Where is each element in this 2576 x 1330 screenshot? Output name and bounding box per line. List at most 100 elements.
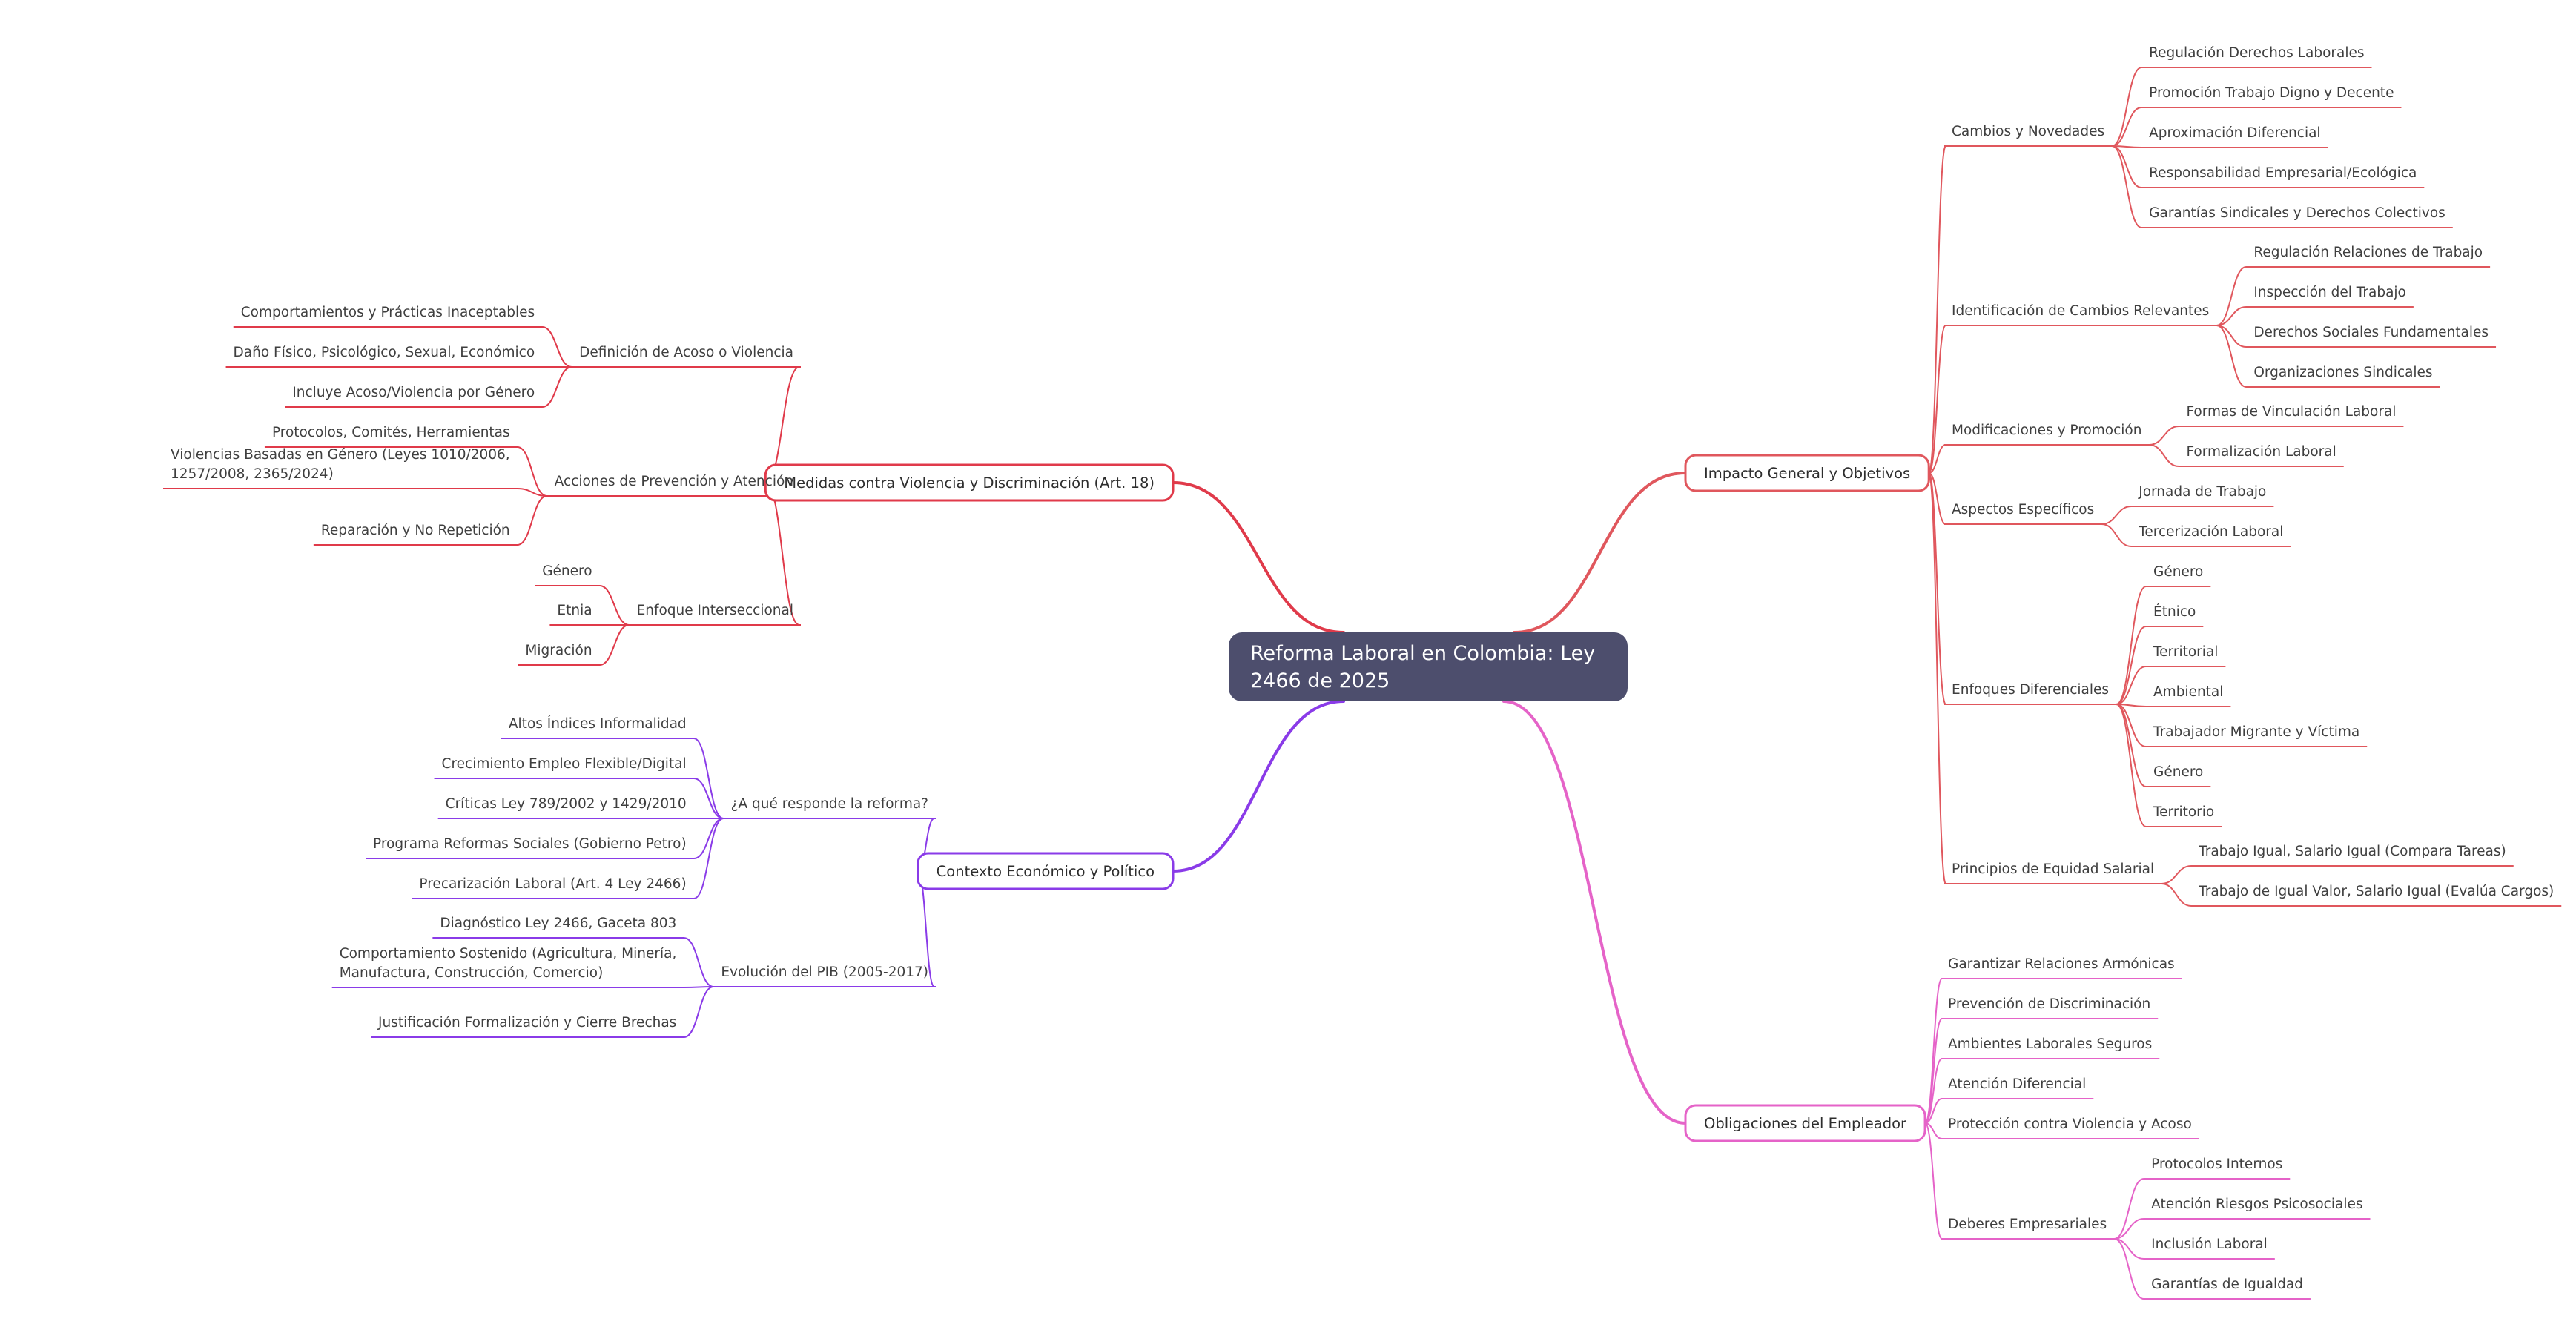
node-formas-de-vinculacion-laboral[interactable]: Formas de Vinculación Laboral (2186, 404, 2396, 420)
node-protocolos-internos[interactable]: Protocolos Internos (2151, 1157, 2282, 1172)
connector-line (1924, 1122, 1943, 1240)
node-genero[interactable]: Género (2153, 564, 2203, 580)
node-comportamiento-sostenido-agricultura-mineria-man[interactable]: Comportamiento Sostenido (Agricultura, M… (340, 946, 677, 981)
connector-line (2216, 325, 2248, 388)
node-derechos-sociales-fundamentales[interactable]: Derechos Sociales Fundamentales (2253, 325, 2489, 340)
node-principios-de-equidad-salarial[interactable]: Principios de Equidad Salarial (1952, 861, 2154, 877)
connector-line (1172, 481, 1345, 634)
branch-obligaciones-del-empleador[interactable]: Obligaciones del Empleador (1684, 1104, 1926, 1142)
node-etnico[interactable]: Étnico (2153, 603, 2196, 620)
node-cambios-y-novedades[interactable]: Cambios y Novedades (1952, 124, 2104, 139)
connector-line (2111, 67, 2143, 147)
node-migracion[interactable]: Migración (525, 643, 592, 658)
connector-line (693, 738, 724, 819)
node-modificaciones-y-promocion[interactable]: Modificaciones y Promoción (1952, 423, 2141, 438)
node-ambientes-laborales-seguros[interactable]: Ambientes Laborales Seguros (1948, 1036, 2152, 1052)
node-prevencion-de-discriminacion[interactable]: Prevención de Discriminación (1948, 996, 2150, 1012)
connector-line (1924, 1122, 1943, 1139)
node-enfoques-diferenciales[interactable]: Enfoques Diferenciales (1952, 682, 2109, 698)
node-definicion-de-acoso-o-violencia[interactable]: Definición de Acoso o Violencia (579, 345, 793, 360)
connector-line (1924, 1098, 1943, 1124)
node-ambiental[interactable]: Ambiental (2153, 684, 2223, 700)
connector-line (2148, 426, 2180, 446)
connector-line (541, 366, 573, 408)
node-etnia[interactable]: Etnia (557, 603, 592, 618)
node-tercerizacion-laboral[interactable]: Tercerización Laboral (2138, 524, 2283, 540)
node-altos-indices-informalidad[interactable]: Altos Índices Informalidad (509, 715, 687, 732)
connector-line (683, 986, 715, 1038)
connector-line (1928, 145, 1946, 474)
root-node[interactable]: Reforma Laboral en Colombia: Ley 2466 de… (1229, 632, 1628, 701)
node-aproximacion-diferencial[interactable]: Aproximación Diferencial (2149, 125, 2320, 141)
node-evolucion-del-pib-2005-2017[interactable]: Evolución del PIB (2005-2017) (721, 965, 928, 980)
node-garantias-sindicales-y-derechos-colectivos[interactable]: Garantías Sindicales y Derechos Colectiv… (2149, 205, 2445, 221)
node-jornada-de-trabajo[interactable]: Jornada de Trabajo (2138, 484, 2266, 500)
node-deberes-empresariales[interactable]: Deberes Empresariales (1948, 1217, 2107, 1232)
node-comportamientos-y-practicas-inaceptables[interactable]: Comportamientos y Prácticas Inaceptables (241, 305, 535, 320)
node-garantias-de-igualdad[interactable]: Garantías de Igualdad (2151, 1277, 2303, 1292)
branch-contexto-economico-y-politico[interactable]: Contexto Económico y Político (917, 852, 1175, 890)
node-formalizacion-laboral[interactable]: Formalización Laboral (2186, 444, 2336, 460)
connector-line (2116, 626, 2147, 705)
branch-label: Obligaciones del Empleador (1704, 1115, 1907, 1132)
connector-line (2161, 865, 2193, 884)
connector-line (541, 326, 573, 368)
node-organizaciones-sindicales[interactable]: Organizaciones Sindicales (2253, 365, 2432, 380)
node-promocion-trabajo-digno-y-decente[interactable]: Promoción Trabajo Digno y Decente (2149, 85, 2394, 101)
node-regulacion-relaciones-de-trabajo[interactable]: Regulación Relaciones de Trabajo (2253, 245, 2483, 260)
root-title-line-2: 2466 de 2025 (1250, 669, 1390, 692)
node-precarizacion-laboral-art-4-ley-2466[interactable]: Precarización Laboral (Art. 4 Ley 2466) (419, 876, 686, 892)
branch-impacto-general-y-objetivos[interactable]: Impacto General y Objetivos (1684, 454, 1930, 492)
node-garantizar-relaciones-armonicas[interactable]: Garantizar Relaciones Armónicas (1948, 956, 2175, 972)
node-identificacion-de-cambios-relevantes[interactable]: Identificación de Cambios Relevantes (1952, 303, 2209, 319)
connector-line (1513, 472, 1687, 634)
node-atencion-riesgos-psicosociales[interactable]: Atención Riesgos Psicosociales (2151, 1197, 2362, 1212)
node-acciones-de-prevencion-y-atencion[interactable]: Acciones de Prevención y Atención (555, 474, 793, 489)
node-trabajo-de-igual-valor-salario-igual-evalua-carg[interactable]: Trabajo de Igual Valor, Salario Igual (E… (2198, 884, 2554, 899)
node-genero[interactable]: Género (2153, 764, 2203, 780)
node-diagnostico-ley-2466-gaceta-803[interactable]: Diagnóstico Ley 2466, Gaceta 803 (440, 916, 676, 931)
connector-line (1924, 1018, 1943, 1124)
connector-line (1928, 444, 1946, 474)
connector-line (1928, 325, 1946, 474)
node-protocolos-comites-herramientas[interactable]: Protocolos, Comités, Herramientas (272, 425, 510, 440)
node-justificacion-formalizacion-y-cierre-brechas[interactable]: Justificación Formalización y Cierre Bre… (377, 1015, 676, 1030)
node-inspeccion-del-trabajo[interactable]: Inspección del Trabajo (2253, 285, 2406, 300)
node-territorio[interactable]: Territorio (2153, 804, 2214, 820)
connector-line (1928, 472, 1946, 705)
node-responsabilidad-empresarial-ecologica[interactable]: Responsabilidad Empresarial/Ecológica (2149, 165, 2417, 181)
connector-line (1928, 472, 1946, 525)
node-proteccion-contra-violencia-y-acoso[interactable]: Protección contra Violencia y Acoso (1948, 1116, 2192, 1132)
connector-line (598, 585, 630, 626)
node-violencias-basadas-en-genero-leyes-1010-2006-125[interactable]: Violencias Basadas en Género (Leyes 1010… (171, 447, 510, 482)
edges-layer (163, 67, 2562, 1300)
node-aspectos-especificos[interactable]: Aspectos Específicos (1952, 502, 2094, 517)
branch-box (1684, 1104, 1926, 1142)
node-crecimiento-empleo-flexible-digital[interactable]: Crecimiento Empleo Flexible/Digital (442, 756, 687, 772)
node-programa-reformas-sociales-gobierno-petro[interactable]: Programa Reformas Sociales (Gobierno Pet… (373, 836, 687, 852)
node-trabajo-igual-salario-igual-compara-tareas[interactable]: Trabajo Igual, Salario Igual (Compara Ta… (2198, 844, 2506, 859)
connector-line (2111, 145, 2143, 228)
node-dano-fisico-psicologico-sexual-economico[interactable]: Daño Físico, Psicológico, Sexual, Económ… (234, 345, 535, 360)
connector-line (2216, 306, 2248, 326)
node-criticas-ley-789-2002-y-1429-2010[interactable]: Críticas Ley 789/2002 y 1429/2010 (446, 796, 687, 812)
node-trabajador-migrante-y-victima[interactable]: Trabajador Migrante y Víctima (2153, 724, 2359, 740)
node-atencion-diferencial[interactable]: Atención Diferencial (1948, 1076, 2086, 1092)
connector-line (2116, 704, 2147, 747)
connector-line (2116, 666, 2147, 705)
connector-line (1924, 1058, 1943, 1124)
node-incluye-acoso-violencia-por-genero[interactable]: Incluye Acoso/Violencia por Género (292, 385, 535, 400)
node-territorial[interactable]: Territorial (2153, 644, 2218, 660)
node-regulacion-derechos-laborales[interactable]: Regulación Derechos Laborales (2149, 45, 2364, 61)
connector-line (693, 818, 724, 859)
branch-label: Medidas contra Violencia y Discriminació… (784, 474, 1155, 492)
node-reparacion-y-no-repeticion[interactable]: Reparación y No Repetición (321, 523, 510, 538)
node-enfoque-interseccional[interactable]: Enfoque Interseccional (637, 603, 793, 618)
connector-line (2113, 1238, 2145, 1300)
branch-medidas-contra-violencia-y-discriminacion-art-18[interactable]: Medidas contra Violencia y Discriminació… (764, 463, 1175, 502)
connector-line (2161, 883, 2193, 907)
branch-label: Impacto General y Objetivos (1704, 465, 1910, 482)
node-inclusion-laboral[interactable]: Inclusión Laboral (2151, 1237, 2268, 1252)
node-genero[interactable]: Género (542, 563, 592, 579)
node-a-que-responde-la-reforma[interactable]: ¿A qué responde la reforma? (731, 796, 928, 812)
